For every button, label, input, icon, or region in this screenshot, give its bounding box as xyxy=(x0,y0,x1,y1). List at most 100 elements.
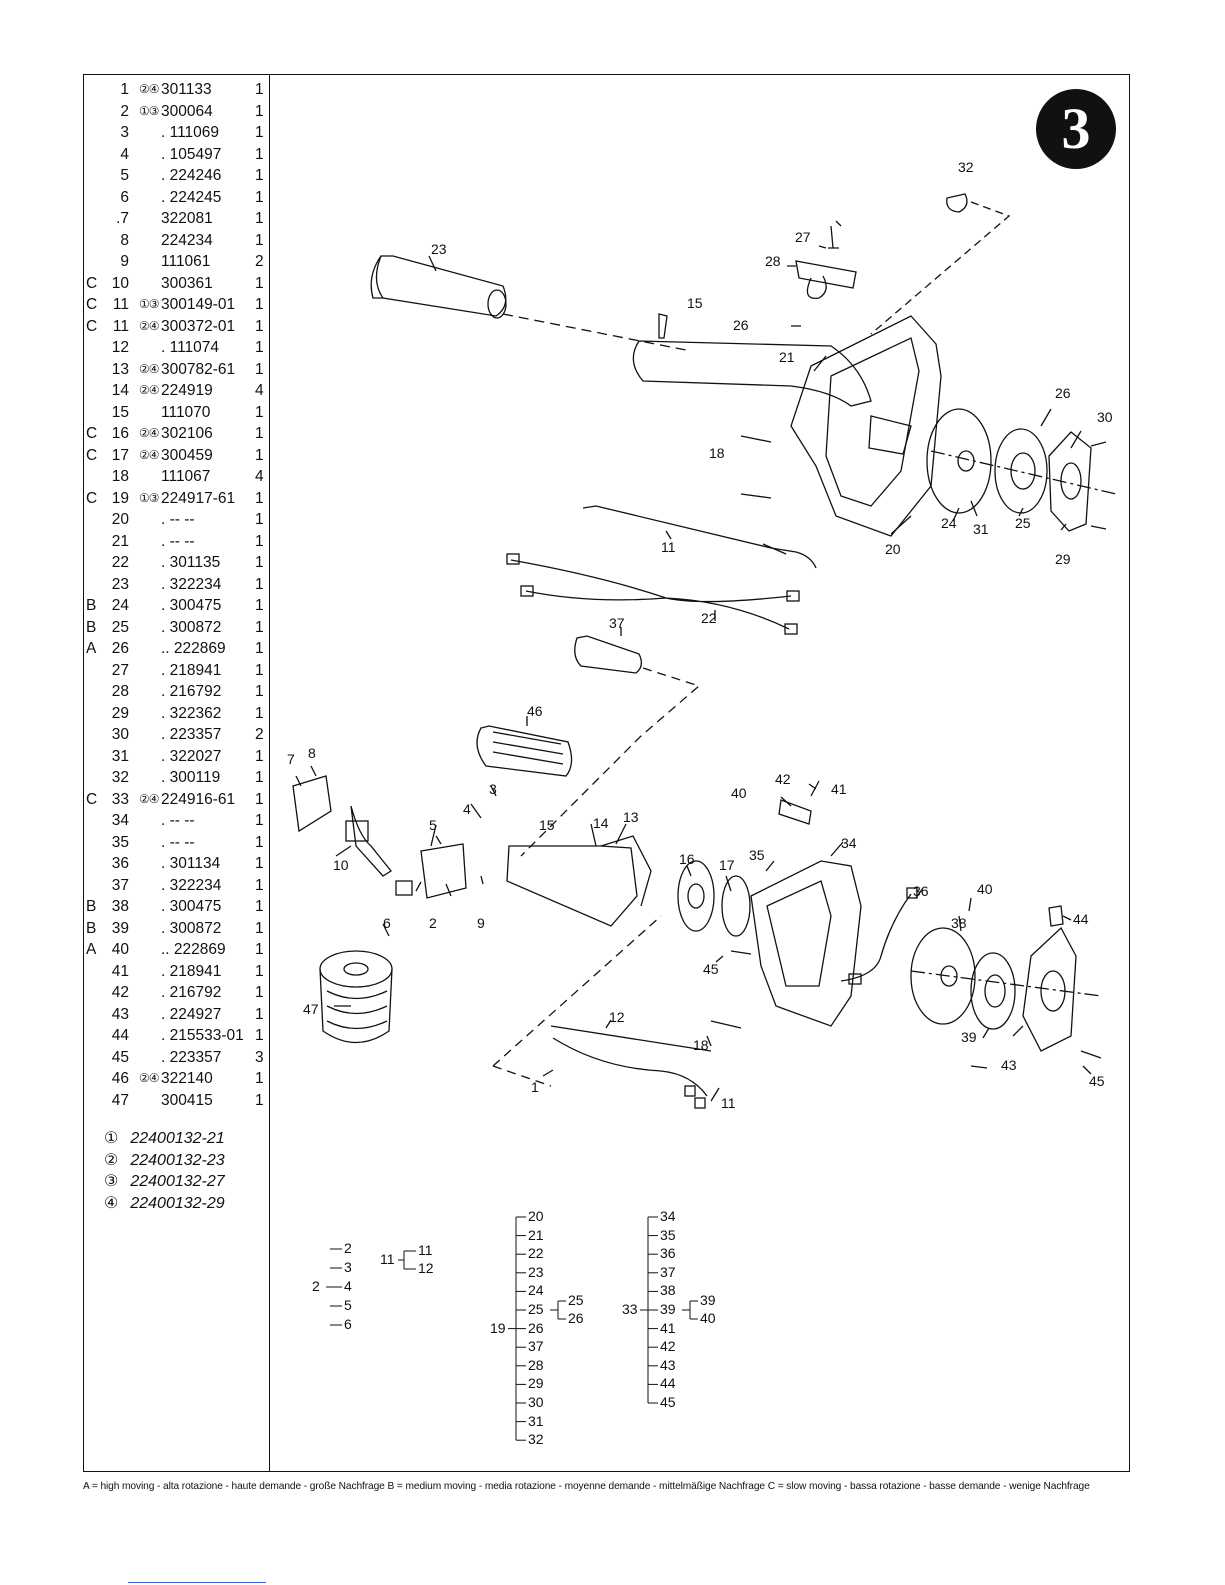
parts-row: 21. -- --1 xyxy=(85,531,267,553)
part-number: 21 xyxy=(111,532,129,550)
tree-sub-child: 39 xyxy=(700,1292,716,1308)
harness-22-drawing xyxy=(510,559,792,630)
part-ref: 322140 xyxy=(161,1070,213,1087)
part-number: 1 xyxy=(120,81,129,98)
tree-2-child: 2 xyxy=(344,1240,352,1256)
part-ref: . 223357 xyxy=(161,1048,222,1066)
part-number: 22 xyxy=(111,554,129,571)
part-number: 13 xyxy=(111,360,129,378)
part-ref: 302106 xyxy=(161,425,213,442)
part-number: 38 xyxy=(111,898,129,915)
tree-child: 26 xyxy=(528,1319,544,1336)
part-ref: 224917-61 xyxy=(161,489,236,507)
part-qty: 1 xyxy=(255,511,264,528)
part-number: 2 xyxy=(120,102,129,120)
kit-marker: ③ xyxy=(104,1173,119,1190)
part-number: 39 xyxy=(111,919,129,937)
kit-markers: ②④ xyxy=(139,791,159,806)
part-qty: 1 xyxy=(255,683,264,700)
part-qty: 1 xyxy=(255,532,264,550)
tube-13-drawing xyxy=(506,845,638,927)
part-qty: 4 xyxy=(255,382,264,399)
callout-27: 27 xyxy=(795,229,811,245)
tree-sub-child: 25 xyxy=(568,1292,584,1308)
callout-25: 25 xyxy=(1015,515,1031,531)
part-ref: . 301134 xyxy=(161,855,221,872)
tree-2-lines xyxy=(326,1248,342,1326)
part-number: 37 xyxy=(111,876,129,894)
part-ref: . 301135 xyxy=(161,554,221,571)
part-qty: 1 xyxy=(255,296,264,313)
part-code: C xyxy=(86,489,98,507)
part-ref: . 224927 xyxy=(161,1005,222,1023)
tree-child: 29 xyxy=(528,1375,544,1392)
callout-23: 23 xyxy=(431,241,447,257)
kit-markers: ①③ xyxy=(139,297,159,311)
part-code: C xyxy=(86,317,98,335)
part-qty: 1 xyxy=(255,855,264,872)
part-number: 36 xyxy=(111,855,129,872)
part-ref: 224234 xyxy=(161,231,213,249)
tree-group-2: 2 3 2 4 5 6 xyxy=(312,1240,372,1340)
part-qty: 1 xyxy=(255,876,264,894)
part-number: 31 xyxy=(111,747,129,765)
part-qty: 1 xyxy=(255,317,264,335)
callout-40-right: 40 xyxy=(977,881,993,897)
callout-39: 39 xyxy=(961,1029,977,1045)
part-code: C xyxy=(86,446,98,464)
callout-18-top: 18 xyxy=(709,445,725,461)
parts-row: 35. -- --1 xyxy=(85,832,267,854)
callout-14: 14 xyxy=(593,815,609,831)
callout-20: 20 xyxy=(885,541,901,557)
lever-assembly-drawing xyxy=(292,775,332,833)
parts-row: 22 . 301135 1 xyxy=(85,552,267,574)
part-number: 25 xyxy=(111,618,129,636)
exploded-diagram: 23 15 27 28 26 21 32 26 30 18 24 31 25 2… xyxy=(287,159,1117,1111)
part-ref: . 216792 xyxy=(161,683,222,700)
part-ref: . -- -- xyxy=(161,833,195,851)
part-qty: 1 xyxy=(255,554,264,571)
part-qty: 1 xyxy=(255,274,264,292)
part-qty: 1 xyxy=(255,618,264,636)
callout-4: 4 xyxy=(463,801,471,817)
callout-26-right: 26 xyxy=(1055,385,1071,401)
part-ref: . 223357 xyxy=(161,726,222,743)
part-qty: 2 xyxy=(255,253,264,270)
callout-40-top: 40 xyxy=(731,785,747,801)
part-qty: 1 xyxy=(255,812,264,829)
part-ref: . 300475 xyxy=(161,898,222,915)
part-qty: 1 xyxy=(255,833,264,851)
callout-10: 10 xyxy=(333,857,349,873)
tree-2-child: 4 xyxy=(344,1278,352,1294)
part-ref: . 216792 xyxy=(161,984,222,1001)
part-qty: 1 xyxy=(255,640,264,657)
callout-46: 46 xyxy=(527,703,543,719)
callout-1: 1 xyxy=(531,1079,539,1095)
part-number: 11 xyxy=(112,317,129,335)
kit-marker: ② xyxy=(104,1151,119,1169)
part-ref: . 300872 xyxy=(161,618,222,636)
callout-38: 38 xyxy=(951,915,967,931)
part-qty: 1 xyxy=(255,575,264,593)
tree-child: 44 xyxy=(660,1375,676,1392)
part-number: 30 xyxy=(111,726,129,743)
part-code: C xyxy=(86,425,98,442)
callout-36: 36 xyxy=(913,883,929,899)
